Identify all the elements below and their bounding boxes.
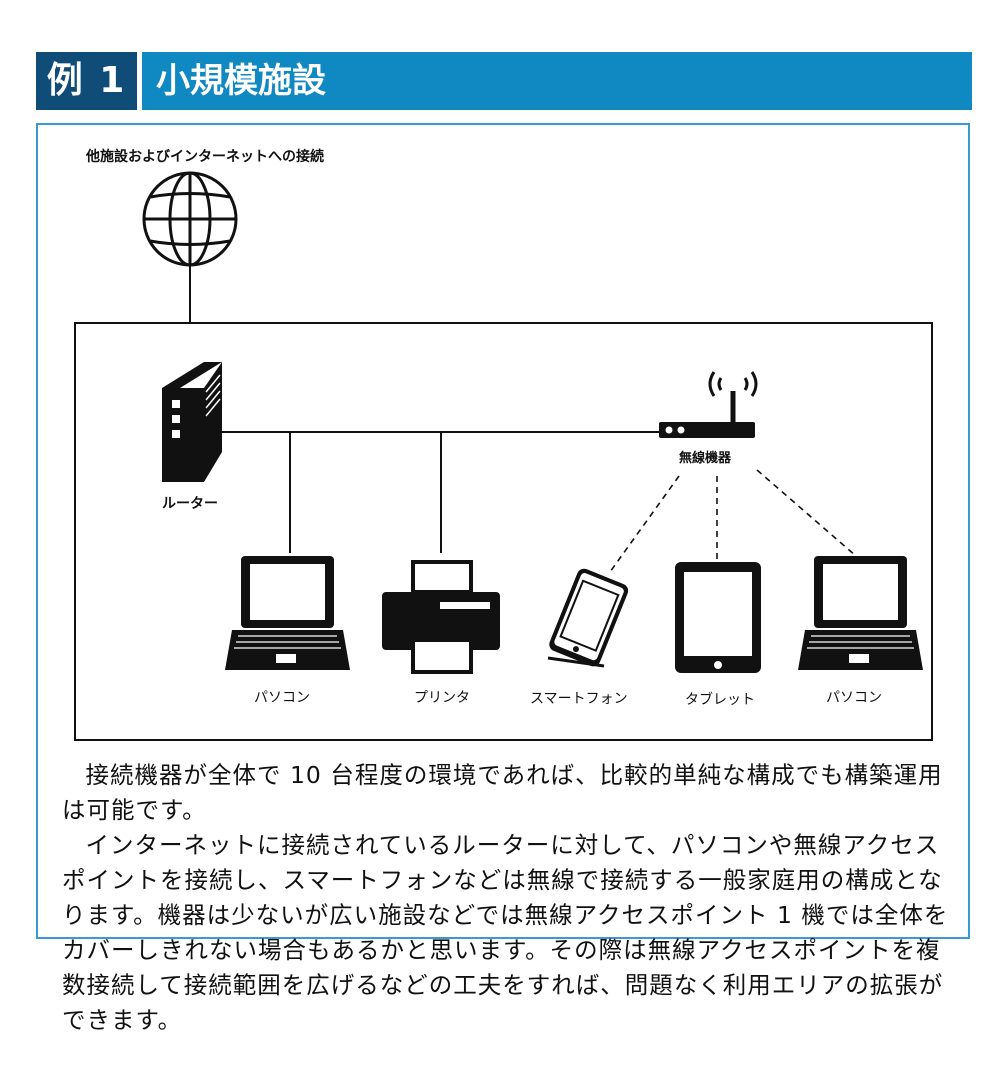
device-label: パソコン: [826, 690, 882, 706]
device-label: スマートフォン: [530, 691, 628, 707]
device-label: パソコン: [254, 690, 310, 706]
router-icon: [162, 362, 222, 482]
wireless-links: [609, 469, 857, 573]
device-label: プリンタ: [414, 690, 470, 706]
wireless-ap-icon: [659, 371, 758, 438]
wired-links: [222, 431, 662, 553]
paragraph: インターネットに接続されているルーターに対して、パソコンや無線アクセスポイントを…: [62, 831, 949, 1034]
internet-label: 他施設およびインターネットへの接続: [85, 148, 324, 165]
content-panel: [36, 123, 970, 939]
paragraph: 接続機器が全体で 10 台程度の環境であれば、比較的単純な構成でも構築運用は可能…: [62, 761, 943, 824]
laptop-icon: [225, 556, 350, 670]
section-header: 例 1 小規模施設: [36, 52, 972, 110]
globe-icon: [142, 171, 238, 267]
description-text: 接続機器が全体で 10 台程度の環境であれば、比較的単純な構成でも構築運用は可能…: [62, 758, 962, 1038]
device-label: タブレット: [685, 691, 755, 708]
section-title: 小規模施設: [142, 52, 972, 110]
router-label: ルーター: [162, 496, 218, 512]
tablet-icon: [675, 562, 761, 673]
wireless-label: 無線機器: [679, 450, 732, 466]
smartphone-icon: [547, 568, 629, 668]
printer-icon: [382, 560, 500, 674]
laptop-icon: [798, 556, 923, 670]
network-diagram: 他施設およびインターネットへの接続 ルーター: [74, 148, 933, 741]
example-number: 例 1: [36, 52, 137, 110]
lan-boundary: [74, 322, 933, 741]
